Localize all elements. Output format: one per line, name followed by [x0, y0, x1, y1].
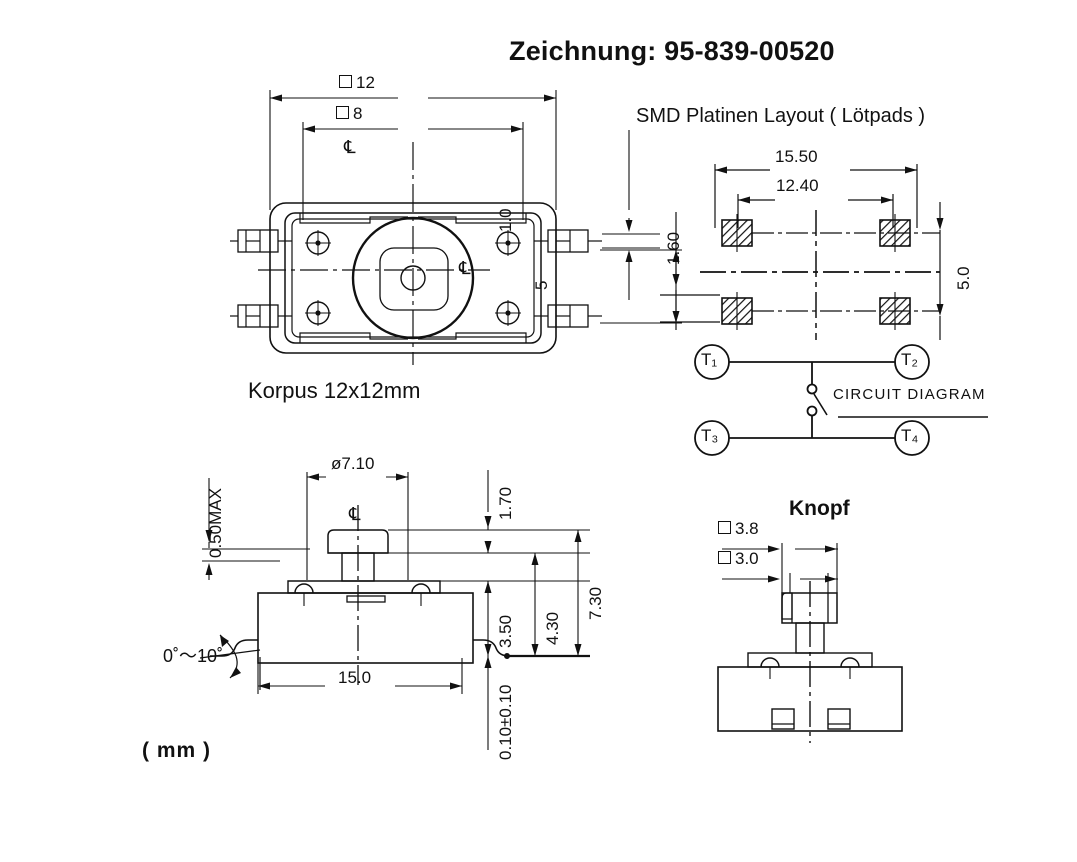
dim-label-terminal-pitch: 5 [532, 280, 551, 290]
dim-label-plunger-diameter: ø7.10 [331, 454, 375, 473]
dim-label-outer-span: 15.50 [775, 147, 818, 166]
knob-view-title: Knopf [789, 497, 850, 520]
terminal-right-bottom [534, 304, 602, 328]
dim-label-cap-width: 3.8 [718, 520, 759, 537]
lead-angle-indicator [199, 634, 261, 690]
dim-label-lead-angle: 0˚～10˚ [163, 646, 224, 666]
dim-outer-span [714, 164, 918, 228]
corner-marker-tl [305, 230, 331, 256]
lead-left [210, 639, 258, 657]
dim-label-coplanarity: 0.50MAX [206, 488, 225, 558]
rivet-left [294, 583, 314, 606]
plunger-square [379, 247, 449, 311]
dim-label-pad-height: 1.60 [664, 231, 683, 265]
dim-label-inner-width: 8 [336, 105, 362, 122]
page-title: Zeichnung: 95-839-00520 [509, 36, 835, 66]
dim-cap-width [722, 543, 838, 593]
dim-plunger-diameter [306, 472, 409, 580]
centerline-symbol-side: ℄ [349, 504, 361, 524]
knob-terminal-right [827, 708, 851, 730]
body-outline [269, 202, 557, 354]
switch-contact-upper [806, 383, 818, 395]
side-view-drawing [199, 470, 590, 750]
dim-coplanarity [202, 478, 310, 580]
dim-total-height [574, 530, 582, 656]
knob-cap-round [781, 592, 793, 620]
dim-label-cap-to-top: 1.70 [496, 486, 515, 520]
dim-body-height [450, 580, 495, 656]
terminal-label-t3: T₃ [701, 426, 719, 445]
switch-contact-lower [806, 405, 818, 417]
corner-marker-bl [305, 300, 331, 326]
dim-line-body-width [269, 90, 557, 210]
center-hole [400, 265, 426, 291]
terminal-left-bottom [230, 304, 292, 328]
dim-label-body-width: 12 [339, 74, 375, 91]
switch-body [257, 592, 474, 664]
smd-layout-drawing [660, 164, 944, 340]
notch-top-right [418, 213, 527, 224]
dim-label-body-width-side: 15.0 [338, 668, 372, 687]
centerline-symbol-top-right: ℄ [459, 258, 471, 278]
switch-blade [813, 393, 828, 416]
dim-label-body-height: 3.50 [496, 614, 515, 648]
corner-marker-br [495, 300, 521, 326]
dim-label-stem-width: 3.0 [718, 550, 759, 567]
centerline-symbol-top: ℄ [344, 137, 356, 157]
circuit-diagram-drawing [694, 344, 988, 456]
plunger-circle [351, 216, 475, 340]
terminal-label-t2: T₂ [901, 350, 918, 369]
terminal-right-top [534, 229, 602, 253]
terminal-left-top [230, 229, 292, 253]
dim-label-lead-thickness: 0.10±0.10 [496, 684, 515, 760]
dim-label-row-pitch: 5.0 [954, 266, 973, 290]
square-symbol-icon [339, 75, 352, 88]
square-symbol-icon [718, 551, 731, 564]
top-view-drawing [230, 90, 682, 365]
knob-rivet-right [840, 657, 860, 679]
dim-label-inner-span: 12.40 [776, 176, 819, 195]
notch-bottom-right [418, 332, 527, 343]
square-symbol-icon [336, 106, 349, 119]
smd-layout-title: SMD Platinen Layout ( Lötpads ) [636, 105, 926, 127]
dim-label-terminal-thickness: 1.0 [496, 208, 515, 232]
terminal-label-t4: T₄ [901, 426, 919, 445]
knob-view-drawing [717, 543, 903, 743]
dim-mid-height [531, 553, 539, 656]
knob-terminal-left [771, 708, 795, 730]
dim-body-width [257, 658, 463, 694]
body-top-notch [346, 595, 386, 603]
units-label: ( mm ) [142, 739, 211, 762]
dim-terminal-thickness [602, 130, 660, 300]
button-cap-outline [327, 529, 389, 554]
dim-label-mid-height: 4.30 [543, 611, 562, 645]
circuit-diagram-label: CIRCUIT DIAGRAM [833, 386, 986, 403]
dim-stem-width [722, 573, 838, 593]
knob-rivet-left [760, 657, 780, 679]
body-inner-frame [284, 212, 542, 344]
notch-top-left [299, 213, 408, 224]
corner-marker-tr [495, 230, 521, 256]
square-symbol-icon [718, 521, 731, 534]
dim-row-pitch [936, 202, 944, 340]
dim-cap-to-top [484, 470, 492, 553]
dim-pad-height [660, 212, 720, 330]
dim-lead-thickness [484, 656, 492, 750]
dim-label-total-height: 7.30 [586, 586, 605, 620]
terminal-label-t1: T₁ [701, 350, 718, 369]
rivet-right [411, 583, 431, 606]
notch-bottom-left [299, 332, 408, 343]
top-view-caption: Korpus 12x12mm [248, 378, 421, 403]
